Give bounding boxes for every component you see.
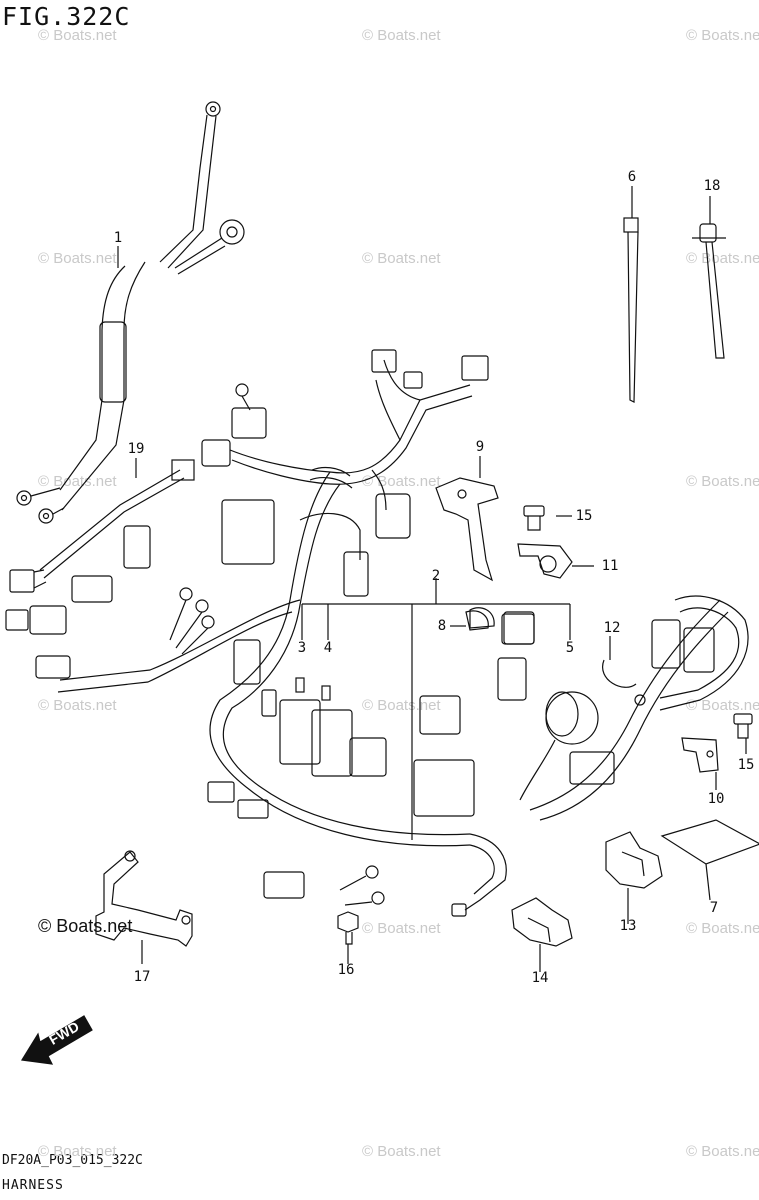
watermark: © Boats.net (38, 473, 117, 490)
clip-tie-part-18 (692, 223, 726, 359)
fwd-arrow-icon (21, 1015, 93, 1065)
callout-2: 2 (431, 568, 441, 584)
band-part-12 (602, 659, 646, 706)
bracket-part-17 (95, 850, 193, 964)
drawing-code: DF20A_P03_015_322C (2, 1153, 143, 1168)
clamp-part-14 (511, 897, 573, 964)
watermark: © Boats.net (362, 920, 441, 937)
watermark-dark: © Boats.net (38, 916, 133, 936)
callout-3: 3 (297, 640, 307, 656)
callout-5: 5 (565, 640, 575, 656)
clamp-part-13 (605, 831, 663, 916)
callout-8: 8 (437, 618, 447, 634)
watermark: © Boats.net (686, 473, 759, 490)
sheet-part-7 (660, 819, 759, 901)
callout-6: 6 (627, 169, 637, 185)
watermark: © Boats.net (362, 27, 441, 44)
figure-title: FIG.322C (2, 2, 131, 31)
clip-part-10 (681, 737, 719, 773)
callout-15-lower: 15 (737, 757, 755, 773)
callout-14: 14 (531, 970, 549, 986)
callout-4: 4 (323, 640, 333, 656)
callout-15-upper: 15 (575, 508, 593, 524)
watermark: © Boats.net (686, 250, 759, 267)
sub-harness-part-19 (9, 459, 195, 593)
callout-18: 18 (703, 178, 721, 194)
bolt-part-15 (523, 505, 753, 739)
callout-1: 1 (113, 230, 123, 246)
harness-connectors (5, 349, 715, 917)
bracket-part-9 (435, 477, 499, 582)
callout-leaders (117, 186, 747, 972)
callout-17: 17 (133, 969, 151, 985)
callout-16: 16 (337, 962, 355, 978)
watermark: © Boats.net (38, 27, 117, 44)
clamp-part-11 (517, 543, 573, 579)
watermark: © Boats.net (38, 697, 117, 714)
watermark: © Boats.net (38, 250, 117, 267)
relay-part-8 (469, 607, 535, 645)
bolt-part-16 (337, 911, 359, 958)
fuse-relay-box (279, 578, 571, 840)
callout-11: 11 (601, 558, 619, 574)
main-harness (57, 359, 749, 911)
battery-cable-part-1 (16, 101, 245, 524)
callout-13: 13 (619, 918, 637, 934)
watermark: © Boats.net (38, 1143, 117, 1160)
watermark: © Boats.net (362, 697, 441, 714)
watermark: © Boats.net (686, 1143, 759, 1160)
callout-19: 19 (127, 441, 145, 457)
watermark: © Boats.net (362, 250, 441, 267)
callout-10: 10 (707, 791, 725, 807)
callout-7: 7 (709, 900, 719, 916)
watermark: © Boats.net (686, 27, 759, 44)
figure-name: HARNESS (2, 1178, 64, 1193)
watermark: © Boats.net (362, 1143, 441, 1160)
callout-9: 9 (475, 439, 485, 455)
watermark: © Boats.net (686, 697, 759, 714)
watermark: © Boats.net (686, 920, 759, 937)
callout-12: 12 (603, 620, 621, 636)
cable-tie-part-6 (623, 217, 639, 403)
